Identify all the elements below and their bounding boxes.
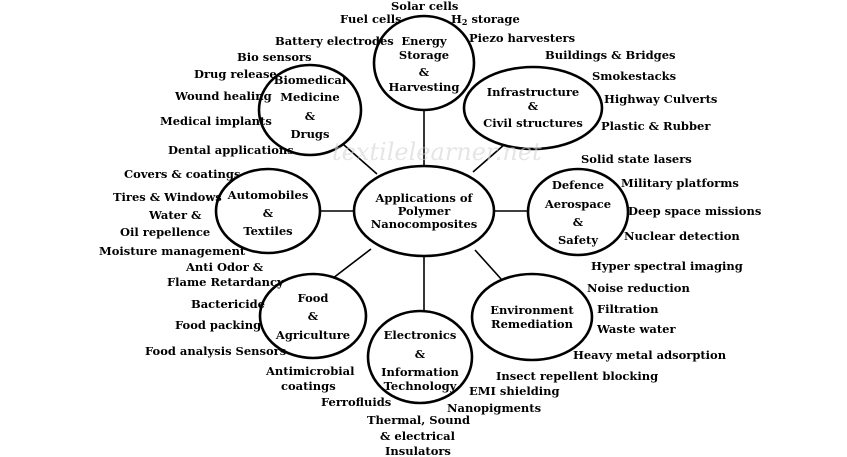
biomedical-line-4: Drugs: [291, 127, 330, 141]
energy-line-2: Storage: [399, 48, 449, 62]
label-fuel-cells: Fuel cells: [340, 12, 402, 26]
infrastructure-node: Infrastructure & Civil structures: [483, 85, 583, 130]
food-line-3: Agriculture: [275, 328, 350, 342]
label-waste-water: Waste water: [596, 322, 676, 336]
label-oil-repellence: Oil repellence: [120, 225, 210, 239]
label-water: Water &: [148, 208, 202, 222]
food-ellipse: [258, 272, 368, 360]
label-h2-storage: H2 storage: [451, 12, 520, 27]
label-nuclear-detection: Nuclear detection: [624, 229, 740, 243]
infrastructure-line-2: &: [528, 99, 539, 113]
label-tires-windows: Tires & Windows: [113, 190, 222, 204]
food-node: Food & Agriculture: [275, 291, 350, 342]
label-insect-repellent-blocking: Insect repellent blocking: [496, 369, 658, 383]
label-ferrofluids: Ferrofluids: [321, 395, 391, 409]
biomedical-line-2: Medicine: [280, 90, 340, 104]
label-h2-storage-rest: storage: [467, 12, 519, 26]
defence-line-1: Defence: [552, 178, 604, 192]
label-h2-storage-sub: 2: [462, 17, 468, 27]
label-antimicrobial-coatings: coatings: [281, 379, 336, 393]
label-drug-release: Drug release: [194, 67, 277, 81]
label-emi-shielding: EMI shielding: [469, 384, 560, 398]
food-line-2: &: [308, 309, 319, 323]
electronics-ellipse: [366, 309, 474, 405]
label-bactericide: Bactericide: [191, 297, 265, 311]
label-insulators: Insulators: [385, 444, 451, 457]
automobiles-line-2: &: [263, 206, 274, 220]
automobiles-node: Automobiles & Textiles: [227, 188, 309, 238]
label-food-analysis-sensors: Food analysis Sensors: [145, 344, 286, 358]
electronics-line-4: Technology: [384, 379, 457, 393]
label-smokestacks: Smokestacks: [592, 69, 676, 83]
label-solar-cells: Solar cells: [391, 0, 458, 13]
label-wound-healing: Wound healing: [174, 89, 272, 103]
environment-line-1: Environment: [490, 303, 574, 317]
energy-line-3: &: [419, 65, 430, 79]
defence-ellipse: [526, 167, 630, 257]
infrastructure-line-1: Infrastructure: [487, 85, 579, 99]
center-line-3: Nanocomposites: [371, 217, 478, 231]
label-covers-coatings: Covers & coatings: [124, 167, 240, 181]
label-electrical: & electrical: [380, 429, 456, 443]
label-noise-reduction: Noise reduction: [587, 281, 690, 295]
defence-line-2: Aerospace: [544, 197, 611, 211]
automobiles-line-1: Automobiles: [227, 188, 309, 202]
label-antimicrobial: Antimicrobial: [265, 364, 355, 378]
label-plastic-rubber: Plastic & Rubber: [601, 119, 711, 133]
defence-line-3: &: [573, 215, 584, 229]
defence-line-4: Safety: [558, 233, 598, 247]
label-heavy-metal-adsorption: Heavy metal adsorption: [573, 348, 727, 362]
label-thermal-sound: Thermal, Sound: [367, 413, 470, 427]
label-food-packing: Food packing: [175, 318, 261, 332]
environment-node: Environment Remediation: [490, 303, 574, 331]
defence-node: Defence Aerospace & Safety: [544, 178, 611, 247]
link-environment: [474, 249, 503, 281]
biomedical-line-3: &: [305, 109, 316, 123]
biomedical-node: Biomedical Medicine & Drugs: [274, 73, 347, 141]
label-piezo-harvesters: Piezo harvesters: [469, 31, 575, 45]
environment-ellipse: [470, 272, 594, 362]
label-medical-implants: Medical implants: [160, 114, 272, 128]
infrastructure-ellipse: [462, 65, 604, 151]
infrastructure-line-3: Civil structures: [483, 116, 583, 130]
automobiles-line-3: Textiles: [243, 224, 292, 238]
center-ellipse: [352, 164, 496, 258]
label-bio-sensors: Bio sensors: [237, 50, 312, 64]
label-anti-odor: Anti Odor &: [185, 260, 264, 274]
label-nanopigments: Nanopigments: [447, 401, 541, 415]
energy-node: Energy Storage & Harvesting: [389, 34, 460, 94]
automobiles-ellipse: [214, 167, 322, 255]
label-solid-state-lasers: Solid state lasers: [581, 152, 692, 166]
label-deep-space-missions: Deep space missions: [628, 204, 761, 218]
label-military-platforms: Military platforms: [621, 176, 739, 190]
energy-line-1: Energy: [401, 34, 447, 48]
electronics-line-3: Information: [381, 365, 459, 379]
biomedical-ellipse: [257, 63, 363, 157]
outer-labels: Solar cells Fuel cells H2 storage Piezo …: [99, 0, 761, 457]
energy-line-4: Harvesting: [389, 80, 460, 94]
link-infrastructure: [472, 143, 506, 173]
label-flame-retardancy: Flame Retardancy: [167, 275, 284, 289]
label-buildings-bridges: Buildings & Bridges: [545, 48, 676, 62]
label-dental-applications: Dental applications: [168, 143, 294, 157]
label-moisture-management: Moisture management: [99, 244, 246, 258]
biomedical-line-1: Biomedical: [274, 73, 347, 87]
label-highway-culverts: Highway Culverts: [604, 92, 717, 106]
center-node: Applications of Polymer Nanocomposites: [371, 191, 478, 231]
watermark: textilelearner.net: [332, 138, 542, 166]
electronics-line-2: &: [415, 347, 426, 361]
energy-ellipse: [372, 14, 476, 112]
electronics-line-1: Electronics: [384, 328, 457, 342]
label-h2-storage-h: H: [451, 12, 462, 26]
environment-line-2: Remediation: [491, 317, 574, 331]
label-filtration: Filtration: [597, 302, 659, 316]
food-line-1: Food: [298, 291, 329, 305]
label-hyper-spectral-imaging: Hyper spectral imaging: [591, 259, 743, 273]
center-line-1: Applications of: [374, 191, 473, 205]
center-line-2: Polymer: [398, 204, 452, 218]
label-battery-electrodes: Battery electrodes: [275, 34, 394, 48]
electronics-node: Electronics & Information Technology: [381, 328, 459, 393]
